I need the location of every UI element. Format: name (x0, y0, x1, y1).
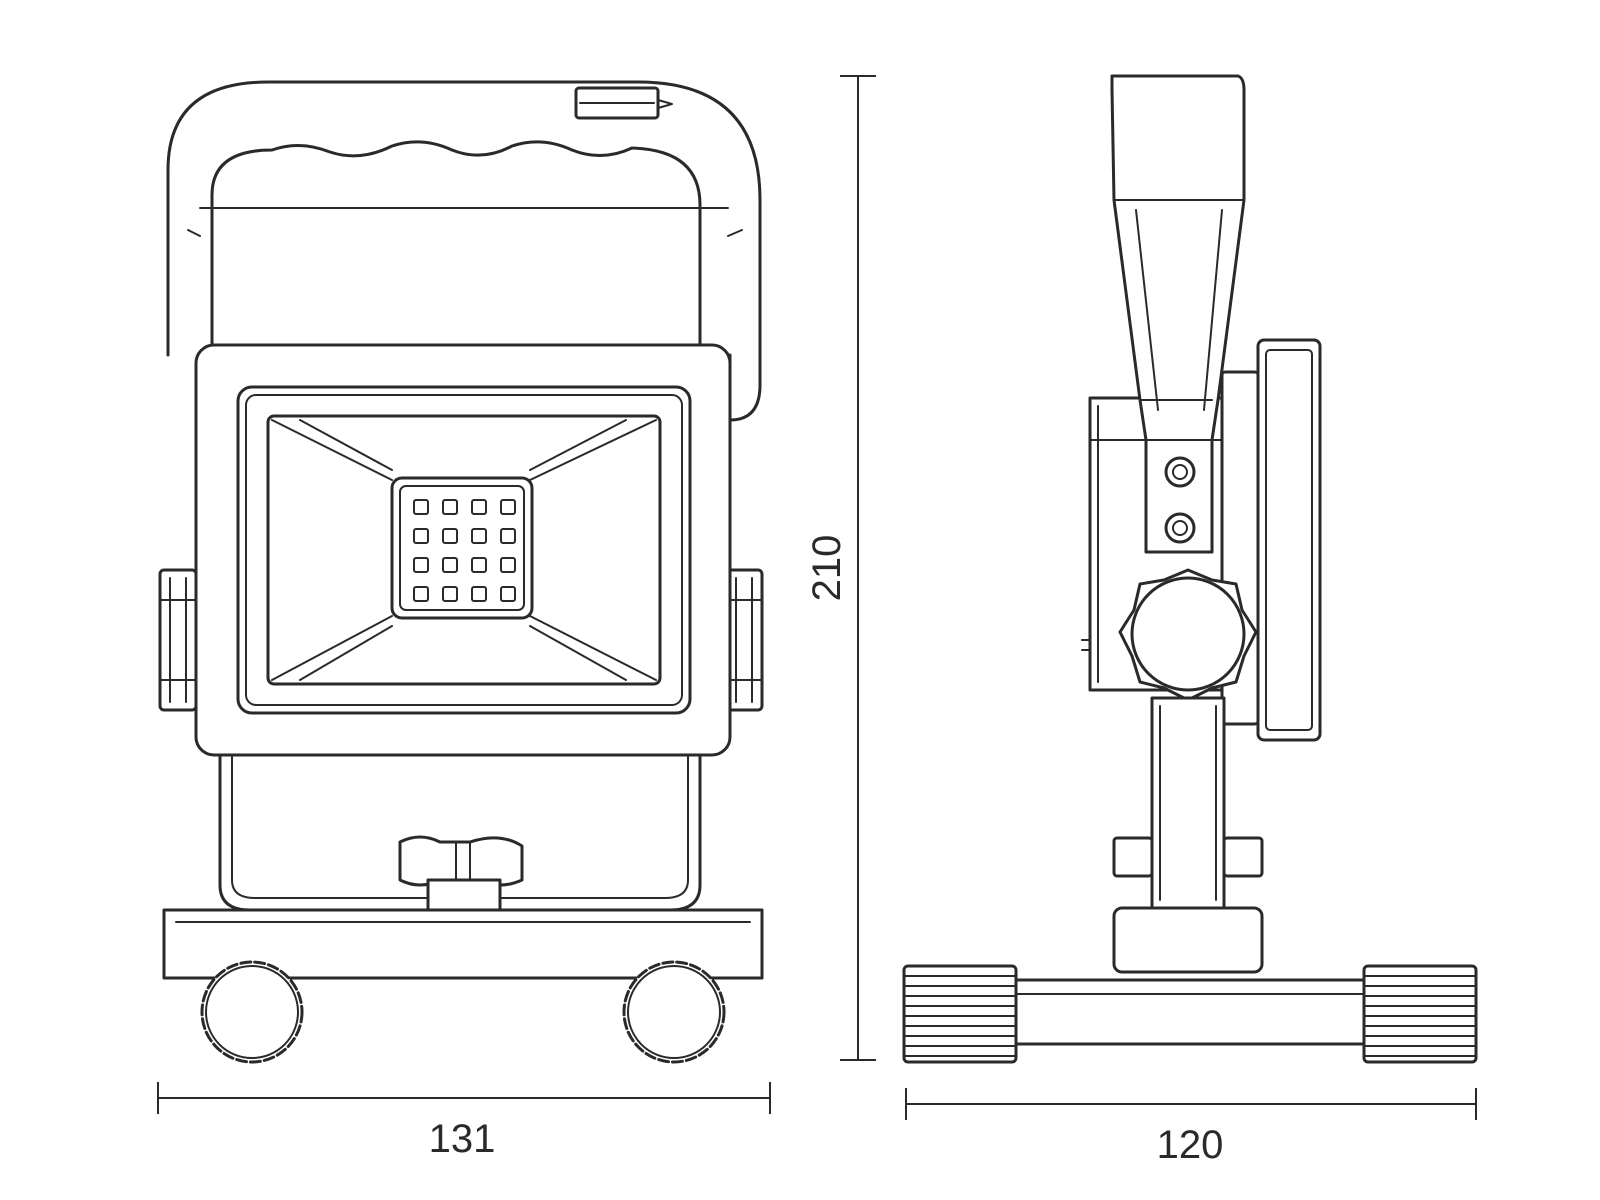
side-view: 120 (902, 74, 1478, 1167)
led-chip (413, 557, 429, 573)
side-stand-column (1112, 696, 1264, 974)
led-chip (413, 586, 429, 602)
front-foot-right (622, 960, 726, 1064)
front-handle (166, 80, 762, 422)
front-view: 131 (157, 80, 771, 1161)
dimension-line-width (157, 1082, 771, 1114)
side-foot-left (902, 964, 1018, 1064)
led-chip (442, 586, 458, 602)
led-chip (471, 499, 487, 515)
dimension-width-label: 131 (429, 1117, 496, 1161)
led-chip-grid (413, 499, 516, 602)
dimension-height-label: 210 (805, 535, 849, 602)
front-led-module (390, 476, 534, 620)
dimension-line-height (840, 75, 876, 1061)
led-chip (500, 557, 516, 573)
dimension-line-depth (905, 1088, 1477, 1120)
front-pivot-knob-left (158, 568, 198, 712)
led-chip (500, 528, 516, 544)
front-foot-left (200, 960, 304, 1064)
led-chip (500, 586, 516, 602)
led-chip (413, 499, 429, 515)
led-chip (471, 586, 487, 602)
front-pivot-knob-right (724, 568, 764, 712)
led-chip (442, 557, 458, 573)
side-foot-right (1362, 964, 1478, 1064)
side-star-knob (1118, 568, 1258, 702)
led-chip (413, 528, 429, 544)
led-chip (471, 528, 487, 544)
side-handle (1110, 74, 1246, 554)
led-chip (500, 499, 516, 515)
side-base-rail (1014, 978, 1366, 1046)
led-chip (471, 557, 487, 573)
dimension-depth-label: 120 (1157, 1123, 1224, 1167)
led-chip (442, 528, 458, 544)
led-chip (442, 499, 458, 515)
front-tilt-knob (398, 835, 524, 912)
